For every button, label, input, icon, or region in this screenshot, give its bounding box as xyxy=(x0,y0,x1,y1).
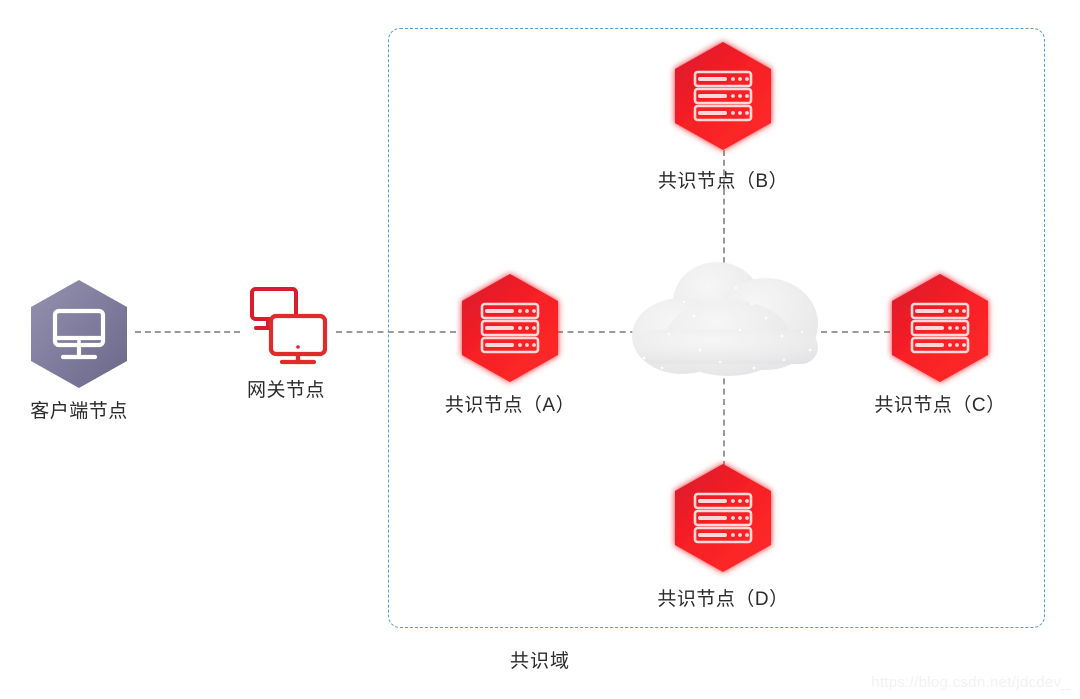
server-rack-icon xyxy=(693,492,753,544)
cloud-network-icon xyxy=(624,256,832,380)
consensus-domain-caption: 共识域 xyxy=(509,651,570,672)
dual-monitor-icon xyxy=(238,283,334,369)
node-gateway[interactable]: 网关节点 xyxy=(215,283,357,402)
consensus-domain-boundary xyxy=(388,28,1045,628)
watermark-text: https://blog.csdn.net/jdcdev_ xyxy=(871,674,1070,691)
connector-cloud-to-consensus-d xyxy=(723,368,725,498)
client-hexagon xyxy=(27,278,131,390)
connector-cloud-to-consensus-b xyxy=(723,150,725,302)
monitor-icon xyxy=(52,308,106,360)
server-rack-icon xyxy=(480,302,540,354)
node-consensus-b-label: 共识节点（B） xyxy=(657,171,789,192)
node-consensus-d-label: 共识节点（D） xyxy=(657,589,789,610)
node-client-label: 客户端节点 xyxy=(30,401,128,422)
node-consensus-c-label: 共识节点（C） xyxy=(874,395,1006,416)
consensus-b-hexagon xyxy=(671,40,775,152)
connector-consensus-a-to-cloud xyxy=(557,331,657,333)
node-consensus-b[interactable]: 共识节点（B） xyxy=(645,40,801,193)
server-rack-icon xyxy=(693,70,753,122)
connector-cloud-to-consensus-c xyxy=(800,331,890,333)
connector-gateway-to-consensus-a xyxy=(336,331,456,333)
server-rack-icon xyxy=(910,302,970,354)
node-client[interactable]: 客户端节点 xyxy=(8,278,150,423)
consensus-c-hexagon xyxy=(888,272,992,384)
node-consensus-c[interactable]: 共识节点（C） xyxy=(862,272,1018,417)
node-consensus-d[interactable]: 共识节点（D） xyxy=(645,462,801,611)
node-consensus-a[interactable]: 共识节点（A） xyxy=(432,272,588,417)
connector-client-to-gateway xyxy=(135,331,240,333)
node-gateway-label: 网关节点 xyxy=(246,380,325,401)
node-consensus-a-label: 共识节点（A） xyxy=(444,395,576,416)
consensus-a-hexagon xyxy=(458,272,562,384)
consensus-d-hexagon xyxy=(671,462,775,574)
